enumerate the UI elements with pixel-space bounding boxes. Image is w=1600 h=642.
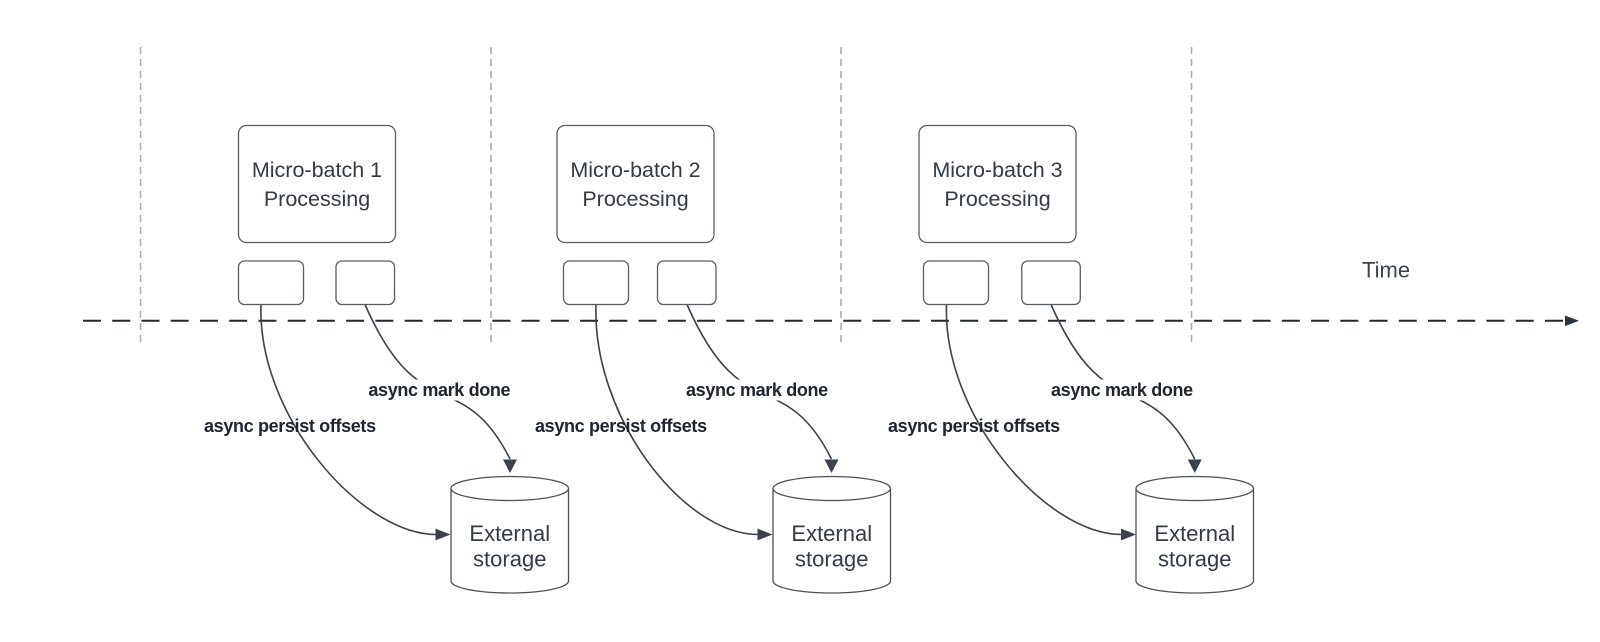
svg-text:async mark done: async mark done	[1051, 380, 1193, 400]
svg-text:storage: storage	[795, 547, 868, 572]
svg-text:async persist offsets: async persist offsets	[535, 416, 707, 436]
svg-text:async mark done: async mark done	[686, 380, 828, 400]
svg-text:External: External	[469, 521, 550, 546]
svg-text:Micro-batch 3: Micro-batch 3	[932, 158, 1062, 182]
svg-text:Micro-batch 1: Micro-batch 1	[252, 158, 382, 182]
svg-text:External: External	[791, 521, 872, 546]
svg-text:Processing: Processing	[582, 187, 688, 211]
svg-text:Processing: Processing	[264, 187, 370, 211]
svg-text:Time: Time	[1362, 258, 1410, 283]
svg-text:async persist offsets: async persist offsets	[204, 416, 376, 436]
svg-text:External: External	[1154, 521, 1235, 546]
svg-text:async persist offsets: async persist offsets	[888, 416, 1060, 436]
svg-text:Processing: Processing	[944, 187, 1050, 211]
svg-text:Micro-batch 2: Micro-batch 2	[570, 158, 700, 182]
svg-text:storage: storage	[1158, 547, 1231, 572]
svg-text:async mark done: async mark done	[368, 380, 510, 400]
svg-text:storage: storage	[473, 547, 546, 572]
